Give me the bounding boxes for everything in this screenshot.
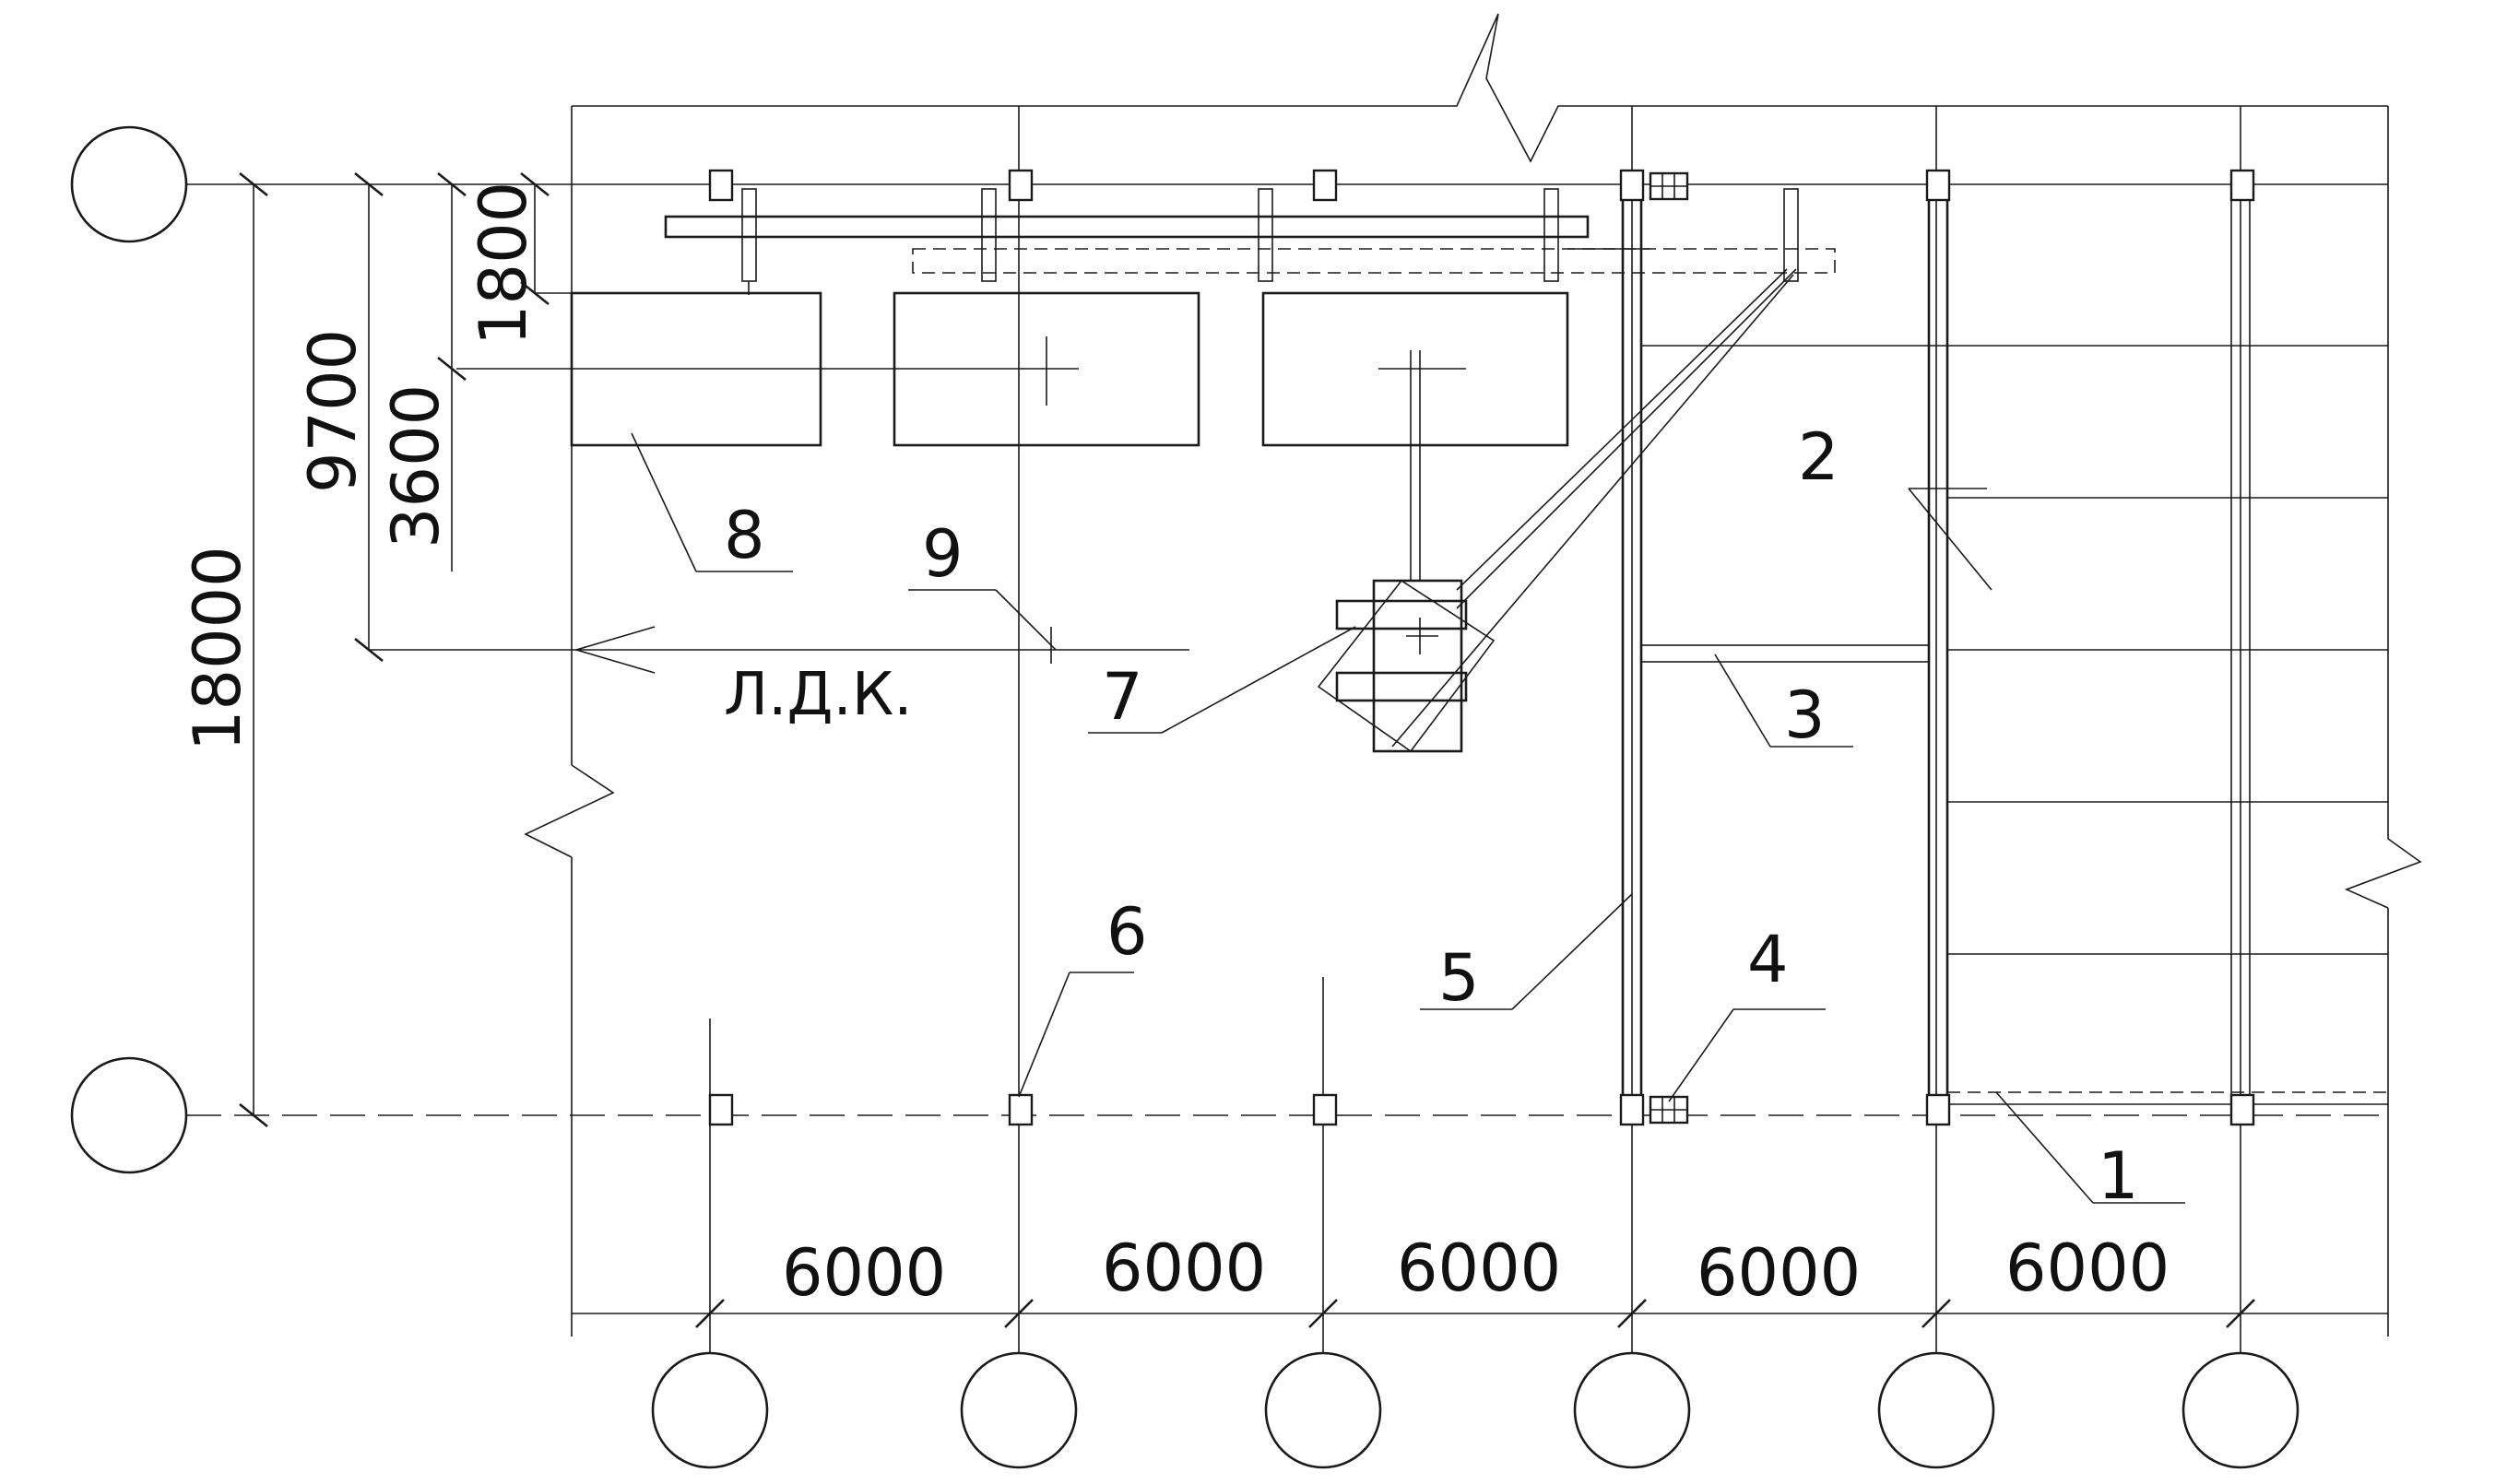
columns	[708, 169, 2255, 1126]
span-dimension-4: 6000	[1697, 1235, 1861, 1311]
span-dimension-1: 6000	[782, 1235, 946, 1311]
callout-5: 5	[1438, 940, 1480, 1016]
span-dimension-2: 6000	[1102, 1231, 1266, 1306]
callout-6: 6	[1106, 894, 1148, 970]
crane-runway	[572, 188, 1836, 295]
column-axis-bubble-5	[1877, 1351, 1995, 1469]
callout-7: 7	[1102, 659, 1143, 735]
row-axis-bubbles	[70, 125, 2388, 1174]
callout-2: 2	[1798, 419, 1839, 495]
callout-4: 4	[1747, 922, 1789, 997]
installed-roof-frame	[1621, 178, 2388, 1117]
building-outline	[524, 13, 2422, 1337]
span-dimension-5: 6000	[2005, 1231, 2170, 1306]
column-axis-bubble-4	[1573, 1351, 1691, 1469]
column-axis-bubbles	[651, 106, 2300, 1469]
span-dimension-3: 6000	[1397, 1231, 1561, 1306]
vertical-dimensions	[239, 171, 1189, 1128]
dimension-3600: 3600	[378, 384, 454, 548]
horizontal-dimension-ticks	[695, 1299, 2255, 1328]
column-axis-bubble-3	[1264, 1351, 1382, 1469]
dimension-9700: 9700	[295, 329, 371, 493]
callouts: 1 2 3 4 5 6 7 8 9	[631, 419, 2185, 1214]
lifted-panel	[1317, 268, 1797, 753]
column-axis-bubble-1	[651, 1351, 769, 1469]
panel-stack-3	[1261, 291, 1569, 447]
callout-8: 8	[724, 498, 765, 573]
dimension-18000: 18000	[180, 546, 255, 751]
column-axis-bubble-2	[960, 1351, 1078, 1469]
row-axis-bubble-bottom	[70, 1056, 188, 1174]
callout-9: 9	[922, 516, 964, 592]
dimension-1800: 1800	[466, 182, 541, 346]
column-axis-bubble-6	[2182, 1351, 2300, 1469]
stored-panels	[456, 291, 1569, 581]
row-axis-bubble-top	[70, 125, 188, 243]
callout-1: 1	[2098, 1138, 2139, 1214]
ldk-label: Л.Д.К.	[724, 661, 913, 729]
element-3-beam	[1640, 644, 1930, 663]
callout-3: 3	[1784, 677, 1826, 753]
